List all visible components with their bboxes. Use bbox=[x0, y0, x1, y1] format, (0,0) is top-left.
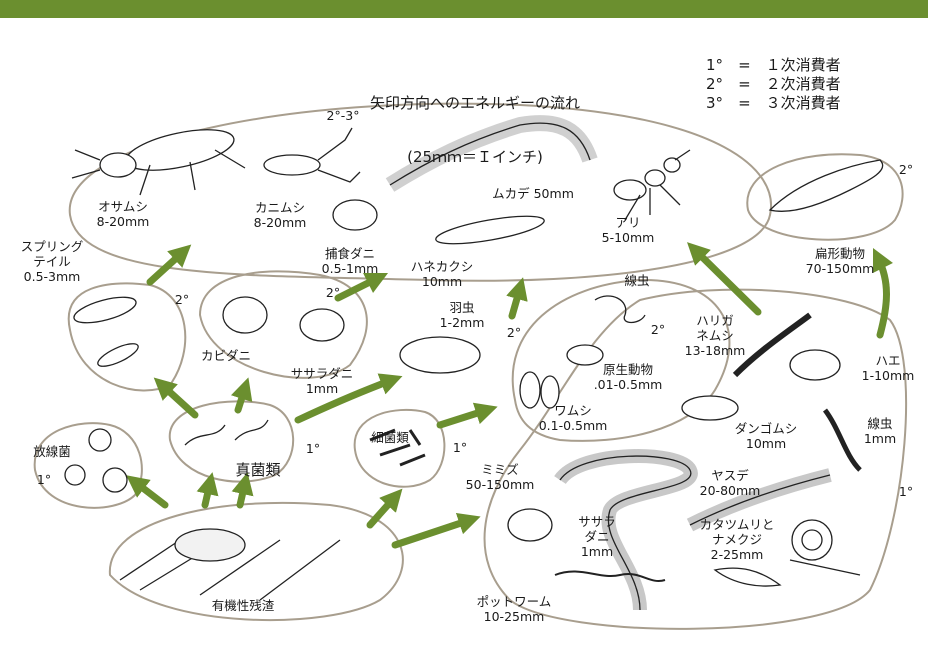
legend-row-2: 2° = ２次消費者 bbox=[706, 75, 841, 94]
legend-row-3: 3° = ３次消費者 bbox=[706, 94, 841, 113]
label-mimizu: ミミズ 50-150mm bbox=[466, 462, 535, 492]
legend-value: １次消費者 bbox=[766, 56, 841, 74]
level-flatworm: 2° bbox=[899, 162, 913, 177]
label-sasara-dani-lower: ササラ ダニ 1mm bbox=[578, 514, 616, 559]
label-springtail: スプリング テイル 0.5-3mm bbox=[21, 239, 84, 284]
title-line-2: (25ｍｍ＝Ｉインチ) bbox=[325, 148, 625, 166]
label-ari: アリ 5-10mm bbox=[602, 215, 655, 245]
label-kabi-dani: カビダニ bbox=[201, 348, 251, 363]
label-harigane: ハリガ ネムシ 13-18mm bbox=[685, 313, 746, 358]
level-bacteria: 1° bbox=[453, 440, 467, 455]
legend-eq: = bbox=[738, 56, 751, 74]
level-right: 1° bbox=[899, 484, 913, 499]
label-dangomushi: ダンゴムシ 10mm bbox=[735, 421, 798, 451]
legend-key: 3° bbox=[706, 94, 723, 112]
level-hanemushi: 2° bbox=[507, 325, 521, 340]
label-yasude: ヤスデ 20-80mm bbox=[700, 468, 761, 498]
label-hane-mushi: 羽虫 1-2mm bbox=[440, 300, 485, 330]
nematode-lower-drawing bbox=[825, 410, 860, 470]
legend-eq: = bbox=[738, 94, 751, 112]
oribatid-mite-lower-drawing bbox=[508, 509, 552, 541]
label-wamushi: ワムシ 0.1-0.5mm bbox=[539, 403, 608, 433]
arrow-springtail-top bbox=[150, 252, 183, 282]
label-osamushi: オサムシ 8-20mm bbox=[97, 199, 150, 229]
consumer-level-legend: 1° = １次消費者 2° = ２次消費者 3° = ３次消費者 bbox=[706, 56, 841, 113]
label-kanimushi: カニムシ 8-20mm bbox=[254, 200, 307, 230]
legend-value: ２次消費者 bbox=[766, 75, 841, 93]
arrow-right-flatworm bbox=[878, 258, 887, 335]
label-katatsumuri: カタツムリと ナメクジ 2-25mm bbox=[700, 517, 775, 562]
legend-key: 2° bbox=[706, 75, 723, 93]
label-hae: ハエ 1-10mm bbox=[862, 353, 915, 383]
arrow-residue-fungi2 bbox=[240, 483, 245, 505]
legend-value: ３次消費者 bbox=[766, 94, 841, 112]
arrow-hanemushi-top bbox=[512, 288, 520, 316]
arrow-fungi-mites bbox=[238, 388, 245, 410]
mold-mite-drawing bbox=[223, 297, 267, 333]
predatory-mite-drawing bbox=[333, 200, 377, 230]
actinomycetes-drawing bbox=[89, 429, 111, 451]
arrow-bacteria-wamushi bbox=[440, 410, 487, 425]
label-saikin: 細菌類 bbox=[371, 430, 409, 445]
label-potworm: ポットワーム 10-25mm bbox=[477, 594, 552, 624]
level-actino: 1° bbox=[37, 472, 51, 487]
label-residue: 有機性残渣 bbox=[212, 598, 275, 613]
level-fungi: 1° bbox=[306, 441, 320, 456]
pillbug-drawing bbox=[682, 396, 738, 420]
actino-ellipse bbox=[35, 423, 142, 508]
organic-residue-drawing bbox=[120, 529, 340, 600]
level-nematode: 2° bbox=[651, 322, 665, 337]
arrow-residue-bacteria bbox=[370, 497, 395, 525]
springtail-drawing bbox=[72, 292, 139, 328]
label-mukade: ムカデ 50mm bbox=[492, 186, 574, 201]
rotifer-drawing bbox=[520, 372, 540, 408]
level-springtail: 2° bbox=[175, 292, 189, 307]
fly-drawing bbox=[790, 350, 840, 380]
level-predmite: 2° bbox=[326, 285, 340, 300]
label-henkei: 扁形動物 70-150mm bbox=[806, 246, 875, 276]
label-genshi: 原生動物 .01-0.5mm bbox=[594, 362, 663, 392]
winged-insect-drawing bbox=[400, 337, 480, 373]
pseudoscorpion-drawing bbox=[264, 155, 320, 175]
fungi-drawing bbox=[185, 420, 268, 445]
oribatid-mite-drawing bbox=[300, 309, 344, 341]
top-accent-bar bbox=[0, 0, 928, 18]
flatworm-drawing bbox=[770, 160, 883, 211]
nematode-upper-drawing bbox=[595, 296, 645, 323]
legend-key: 1° bbox=[706, 56, 723, 74]
label-sasara-dani-upper: ササラダニ 1mm bbox=[291, 366, 354, 396]
level-top: 2°-3° bbox=[327, 108, 360, 123]
label-senchu-upper: 線虫 bbox=[624, 273, 649, 288]
arrow-residue-actino bbox=[135, 482, 165, 505]
arrow-residue-right bbox=[395, 520, 470, 545]
potworm-drawing bbox=[555, 571, 665, 581]
label-hanekakushi: ハネカクシ 10mm bbox=[411, 259, 474, 289]
rove-beetle-drawing bbox=[434, 211, 546, 250]
ground-beetle-drawing bbox=[123, 122, 238, 178]
label-senchu-lower: 線虫 1mm bbox=[864, 416, 896, 446]
title-line-1: 矢印方向へのエネルギーの流れ bbox=[325, 94, 625, 112]
arrow-right-top bbox=[695, 250, 758, 312]
arrow-fungi-springtail bbox=[162, 385, 195, 415]
label-hoshoku-dani: 捕食ダニ 0.5-1mm bbox=[322, 246, 379, 276]
legend-eq: = bbox=[738, 75, 751, 93]
arrow-residue-fungi bbox=[205, 483, 210, 505]
legend-row-1: 1° = １次消費者 bbox=[706, 56, 841, 75]
diagram-title: 矢印方向へのエネルギーの流れ (25ｍｍ＝Ｉインチ) bbox=[325, 58, 625, 184]
slug-drawing bbox=[715, 568, 780, 586]
label-hosenkin: 放線菌 bbox=[33, 444, 71, 459]
label-shinkin: 真菌類 bbox=[235, 463, 280, 478]
